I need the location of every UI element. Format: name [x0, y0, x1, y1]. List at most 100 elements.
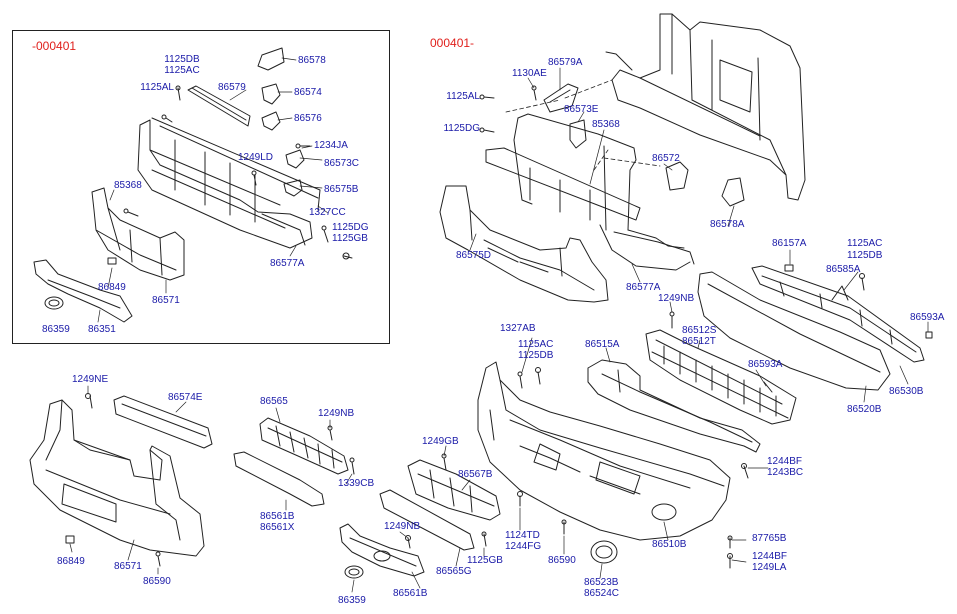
part-label-86510b: 86510B [652, 539, 687, 550]
part-label-86577a: 86577A [626, 282, 661, 293]
part-label-86571: 86571 [114, 561, 142, 572]
part-label-86561b-upper: 86561B [260, 511, 295, 522]
inset-lower-grille-86351 [33, 259, 133, 323]
inset-bumper-cover-86571 [91, 187, 185, 281]
part-label-1249la: 1249LA [752, 562, 787, 573]
part-label-86565g: 86565G [436, 566, 472, 577]
part-label-1125dg: 1125DG [443, 123, 480, 134]
part-label-86157a: 86157A [772, 238, 807, 249]
part-label-86567b: 86567B [458, 469, 493, 480]
part-label-86523b: 86523B [584, 577, 619, 588]
grille-86567B [407, 459, 501, 521]
inset-frame [12, 30, 390, 344]
beam-86530B [751, 265, 925, 363]
part-label-1249ne: 1249NE [72, 374, 109, 385]
part-label-1125db: 1125DB [847, 250, 883, 261]
inset-upper-trim-86579 [187, 85, 251, 127]
inset-guard-bar [137, 117, 321, 249]
bracket-cover-86575D [439, 185, 609, 303]
part-label-1125dg-inset: 1125DG [332, 222, 369, 233]
part-label-1249gb: 1249GB [422, 436, 459, 447]
part-label-1125db-inset: 1125DB [164, 54, 200, 65]
part-label-86520b: 86520B [847, 404, 882, 415]
part-label-1125gb: 1125GB [467, 555, 503, 566]
part-label-86593a-right: 86593A [910, 312, 945, 323]
part-label-1249ld: 1249LD [238, 152, 274, 163]
inset-small-brackets [257, 47, 305, 197]
part-label-86574: 86574 [294, 87, 322, 98]
part-label-1125gb-inset: 1125GB [332, 233, 368, 244]
part-label-1249nb-mid: 1249NB [318, 408, 355, 419]
radiator-support-frame [605, 13, 806, 201]
part-label-86579: 86579 [218, 82, 246, 93]
upper-bracket-86579A [543, 83, 579, 113]
part-label-85368: 85368 [592, 119, 620, 130]
part-label-1249nb-lower: 1249NB [384, 521, 421, 532]
part-label-86574e: 86574E [168, 392, 203, 403]
part-label-1327cc: 1327CC [309, 207, 346, 218]
part-label-86573c: 86573C [324, 158, 360, 169]
part-label-86578a: 86578A [710, 219, 745, 230]
part-label-87765b: 87765B [752, 533, 787, 544]
absorber-86520B [697, 271, 891, 391]
part-label-1125ac-inset: 1125AC [164, 65, 200, 76]
part-label-86849: 86849 [57, 556, 85, 567]
main-fasteners [65, 85, 933, 579]
strip-86561B [233, 451, 325, 507]
front-bumper-86510B [477, 361, 731, 541]
dashed-reference-lines [505, 79, 661, 171]
part-label-86359-inset: 86359 [42, 324, 70, 335]
part-label-1124td: 1124TD [505, 530, 540, 541]
part-label-86561b-lower: 86561B [393, 588, 428, 599]
part-label-86849-inset: 86849 [98, 282, 126, 293]
part-label-1125al-inset: 1125AL [140, 82, 174, 93]
part-label-1339cb: 1339CB [338, 478, 375, 489]
grille-86565 [259, 417, 349, 475]
main-guard-bar-86577A [485, 113, 695, 271]
main-leader-lines [69, 67, 929, 593]
part-label-1244bf-upper: 1244BF [767, 456, 803, 467]
part-label-86579a: 86579A [548, 57, 583, 68]
inset-header: -000401 [32, 39, 77, 53]
fog-cover-86523B [590, 540, 618, 564]
part-label-1249nb-upper: 1249NB [658, 293, 695, 304]
part-label-86590: 86590 [143, 576, 171, 587]
part-label-86512s: 86512S [682, 325, 717, 336]
part-label-86593a-mid: 86593A [748, 359, 783, 370]
strip-86565G [379, 489, 475, 551]
part-label-1327ab: 1327AB [500, 323, 536, 334]
bumper-86571 [29, 399, 205, 557]
bracket-86578A [721, 177, 745, 207]
part-label-86572: 86572 [652, 153, 680, 164]
inset-leader-lines [97, 57, 329, 323]
part-label-86585a: 86585A [826, 264, 861, 275]
part-label-86578: 86578 [298, 55, 326, 66]
inset-fasteners [107, 85, 353, 265]
part-label-1125ac: 1125AC [847, 238, 883, 249]
part-label-1244bf-lower: 1244BF [752, 551, 788, 562]
main-header: 000401- [430, 36, 475, 50]
part-label-86575d: 86575D [456, 250, 492, 261]
part-label-86577a-inset: 86577A [270, 258, 305, 269]
part-label-86576: 86576 [294, 113, 322, 124]
part-label-86565: 86565 [260, 396, 288, 407]
part-label-86351: 86351 [88, 324, 116, 335]
inset-emblem [44, 296, 64, 310]
bracket-86573E [569, 119, 587, 149]
part-label-86590-main: 86590 [548, 555, 576, 566]
part-label-1125db-b: 1125DB [518, 350, 554, 361]
part-label-1130ae: 1130AE [512, 68, 547, 79]
grille-86512 [645, 329, 797, 425]
part-label-86571-inset: 86571 [152, 295, 180, 306]
part-label-86530b: 86530B [889, 386, 924, 397]
part-label-1234ja: 1234JA [314, 140, 348, 151]
part-label-86561x: 86561X [260, 522, 295, 533]
part-label-86359: 86359 [338, 595, 366, 606]
part-label-1244fg: 1244FG [505, 541, 542, 552]
part-label-86515a: 86515A [585, 339, 620, 350]
part-label-85368-inset: 85368 [114, 180, 142, 191]
part-label-86573e: 86573E [564, 104, 599, 115]
part-label-1125ac-b: 1125AC [518, 339, 554, 350]
